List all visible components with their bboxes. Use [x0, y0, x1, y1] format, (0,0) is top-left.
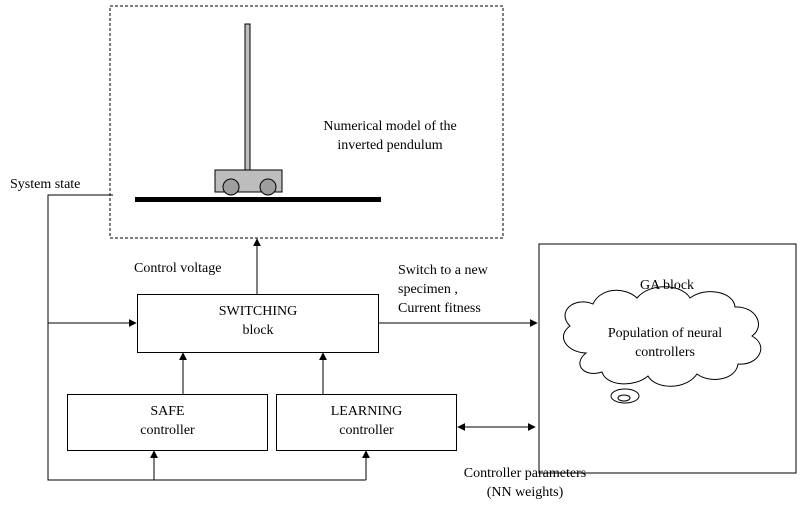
cart-wheel-left: [222, 178, 240, 196]
controller-parameters-label-line1: Controller parameters: [463, 466, 587, 481]
system-state-label: System state: [10, 177, 81, 192]
plant-model-box: [109, 5, 504, 239]
switching-block: SWITCHING block: [137, 294, 379, 353]
population-cloud: [563, 286, 762, 387]
learning-controller-label-line1: LEARNING: [330, 404, 403, 419]
controller-parameters-label-line2: (NN weights): [486, 485, 564, 500]
population-label-line1: Population of neural: [607, 326, 723, 341]
safe-controller-box: SAFE controller: [67, 394, 268, 451]
switch-specimen-label-line2: specimen ,: [398, 282, 458, 297]
switching-block-label-line2: block: [242, 323, 274, 338]
control-voltage-label: Control voltage: [134, 261, 222, 276]
learning-controller-label-line2: controller: [339, 423, 394, 438]
pendulum-rod: [244, 23, 251, 171]
cart-wheel-right: [259, 178, 277, 196]
plant-title-line1: Numerical model of the: [323, 119, 457, 134]
track: [135, 197, 381, 202]
current-fitness-label: Current fitness: [398, 301, 481, 316]
switching-block-label-line1: SWITCHING: [218, 304, 298, 319]
plant-title-line2: inverted pendulum: [337, 138, 443, 153]
population-label-line2: controllers: [635, 345, 695, 360]
learning-controller-box: LEARNING controller: [276, 394, 457, 451]
switch-specimen-label-line1: Switch to a new: [398, 263, 488, 278]
cloud-bubble-small: [617, 394, 631, 402]
ga-block-title: GA block: [640, 278, 695, 293]
safe-controller-label-line1: SAFE: [150, 404, 185, 419]
safe-controller-label-line2: controller: [140, 423, 195, 438]
system-state-line: [47, 194, 366, 481]
